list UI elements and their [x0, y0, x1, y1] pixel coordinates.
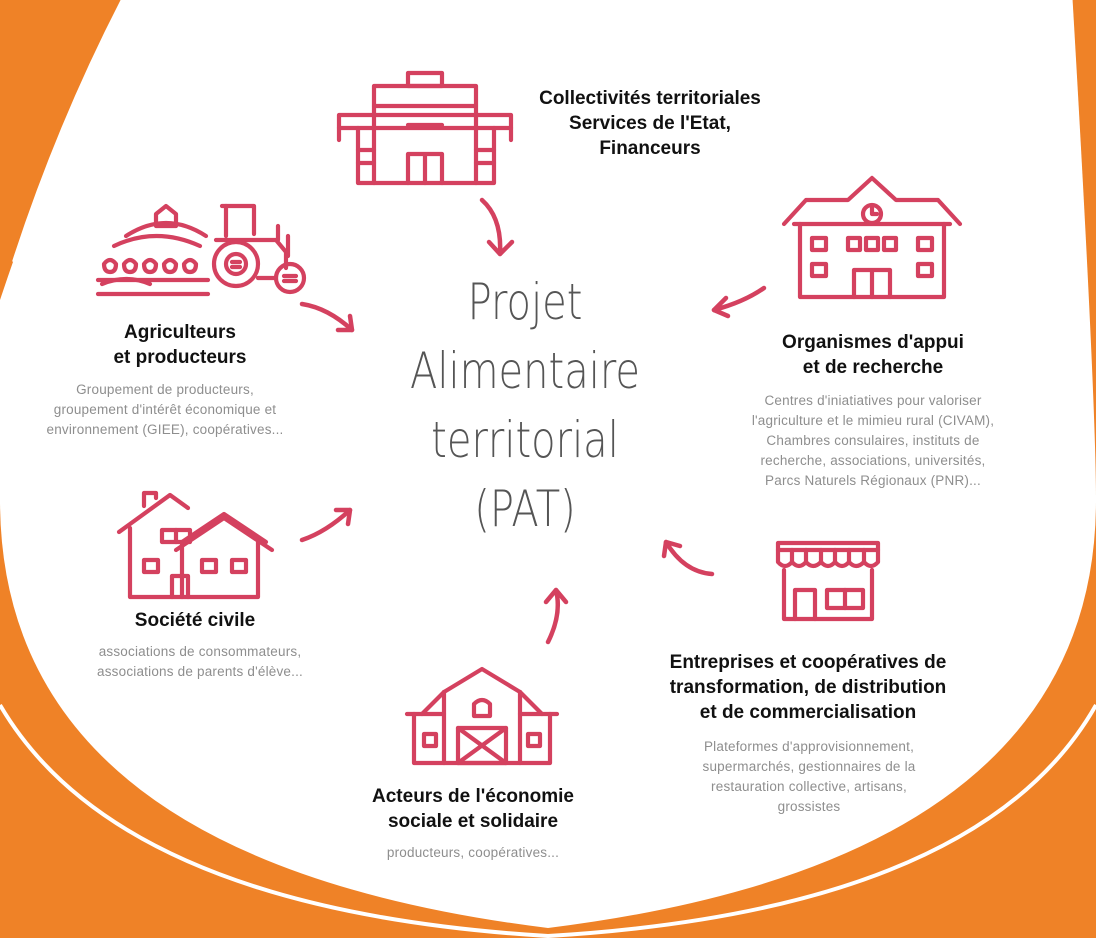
- center-title: Projet Alimentaire territorial (PAT): [410, 273, 640, 538]
- societe-description: associations de consommateurs, associati…: [97, 644, 303, 679]
- arrow-from-entreprises: [656, 532, 720, 582]
- ess-title: Acteurs de l'économie sociale et solidai…: [372, 786, 574, 832]
- arrow-from-organismes: [706, 282, 770, 322]
- arrow-from-ess: [538, 582, 578, 648]
- ess-description: producteurs, coopératives...: [386, 845, 560, 860]
- oval-outline: [12, 0, 126, 263]
- barn-icon: [404, 666, 560, 766]
- agriculteurs-title: Agriculteurs et producteurs: [113, 322, 247, 368]
- house-icon: [116, 490, 275, 600]
- arrow-from-agriculteurs: [296, 296, 360, 340]
- tractor-farm-icon: [95, 196, 308, 300]
- government-building-icon: [336, 70, 516, 186]
- shop-awning-icon: [775, 540, 881, 622]
- arrow-from-collectivites: [476, 196, 524, 262]
- school-clock-building-icon: [781, 172, 963, 300]
- oval-outline-bottom: [0, 703, 1096, 938]
- societe-title: Société civile: [134, 610, 256, 631]
- arrow-from-societe: [296, 502, 360, 546]
- organismes-description: Centres d'iniatiatives pour valoriser l'…: [751, 393, 995, 488]
- entreprises-title: Entreprises et coopératives de transform…: [669, 652, 947, 723]
- agriculteurs-description: Groupement de producteurs, groupement d'…: [46, 382, 284, 437]
- organismes-title: Organismes d'appui et de recherche: [782, 332, 964, 378]
- entreprises-description: Plateformes d'approvisionnement, superma…: [702, 739, 916, 814]
- collectivites-title: Collectivités territoriales Services de …: [539, 88, 761, 159]
